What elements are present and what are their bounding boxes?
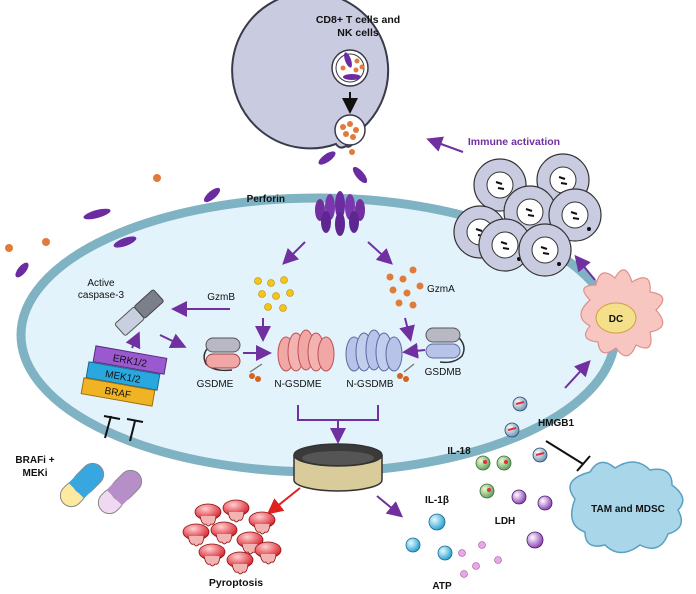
atp-granules bbox=[458, 541, 502, 578]
erk-mek-braf-stack bbox=[80, 345, 168, 407]
hmgb1-label: HMGB1 bbox=[538, 418, 575, 429]
gsdmb-cleaved-fragment bbox=[397, 363, 415, 382]
ldh-label: LDH bbox=[495, 516, 516, 527]
braf-label: BRAF bbox=[104, 386, 132, 401]
n-gsdme-pore-icon bbox=[277, 329, 335, 372]
pyroptotic-cell-cluster bbox=[182, 499, 282, 575]
il1b-label: IL-1β bbox=[425, 495, 449, 506]
perforin-fragment bbox=[318, 151, 336, 165]
gsdme-icon bbox=[203, 337, 241, 372]
atp-label: ATP bbox=[432, 581, 452, 592]
immune-activation-label: Immune activation bbox=[468, 136, 560, 148]
gsdmb-icon bbox=[425, 327, 465, 364]
brafi-label-line2: MEKi bbox=[23, 468, 48, 479]
il18-granules bbox=[475, 455, 512, 499]
drug-capsule-icon bbox=[97, 469, 143, 515]
gzmb-granules bbox=[254, 276, 294, 312]
gsdmb-label: GSDMB bbox=[425, 367, 462, 378]
drug-capsule-icon bbox=[59, 462, 105, 508]
tam-mdsc-cell bbox=[569, 461, 684, 554]
gzma-granules bbox=[386, 266, 424, 309]
perforin-label: Perforin bbox=[247, 194, 285, 205]
n-gsdmb-label: N-GSDMB bbox=[346, 379, 394, 390]
cd8-label-line2: NK cells bbox=[337, 27, 379, 39]
gsdme-cleaved-fragment bbox=[249, 363, 263, 382]
il1b-granules bbox=[405, 513, 453, 561]
inhibition-symbols bbox=[103, 415, 144, 442]
gzma-label: GzmA bbox=[427, 284, 455, 295]
gasdermin-pore-icon bbox=[293, 443, 383, 492]
gzmb-label: GzmB bbox=[207, 292, 235, 303]
caspase-3-icon bbox=[114, 289, 164, 336]
perforin-fragment bbox=[352, 166, 368, 184]
active-caspase-label-line1: Active bbox=[87, 278, 115, 289]
n-gsdme-label: N-GSDME bbox=[274, 379, 322, 390]
dc-label: DC bbox=[609, 314, 623, 325]
extracellular-fragments bbox=[5, 174, 221, 278]
tam-mdsc-label: TAM and MDSC bbox=[591, 504, 665, 515]
ldh-granules bbox=[511, 489, 553, 549]
cd8-t-cell bbox=[231, 0, 390, 150]
il18-label: IL-18 bbox=[447, 446, 471, 457]
active-caspase-label-line2: caspase-3 bbox=[78, 290, 125, 301]
granule-orange-icon bbox=[349, 149, 355, 155]
activated-t-cell-cluster bbox=[453, 153, 602, 277]
pyroptosis-label: Pyroptosis bbox=[209, 577, 263, 589]
hmgb1-granules bbox=[504, 396, 548, 463]
hmgb1-inhibition-arrow bbox=[545, 440, 591, 472]
brafi-label-line1: BRAFi + bbox=[15, 455, 54, 466]
n-gsdmb-pore-icon bbox=[345, 329, 403, 372]
perforin-pore-icon bbox=[315, 191, 365, 236]
cd8-label-line1: CD8+ T cells and bbox=[316, 14, 400, 26]
gsdme-label: GSDME bbox=[197, 379, 234, 390]
